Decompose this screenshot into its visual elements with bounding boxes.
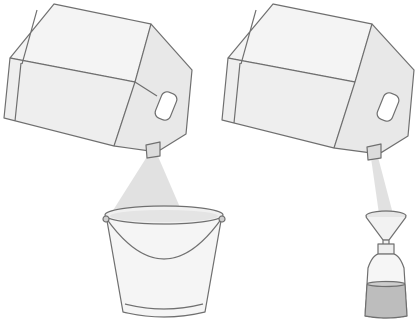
funnel-cone [366, 217, 406, 240]
pour-stream-right [371, 157, 393, 214]
bottle-liquid [365, 284, 407, 318]
right-panel [222, 4, 414, 318]
jerry-can-right [222, 4, 414, 160]
left-panel [4, 4, 225, 317]
bucket-body [106, 215, 222, 317]
jerry-can-left [4, 4, 192, 158]
jug-spout [367, 144, 381, 160]
bottle-neck [378, 244, 394, 254]
bottle [365, 244, 407, 318]
pour-stream-left [112, 154, 182, 212]
bucket [103, 206, 225, 317]
jug-spout [146, 142, 160, 158]
